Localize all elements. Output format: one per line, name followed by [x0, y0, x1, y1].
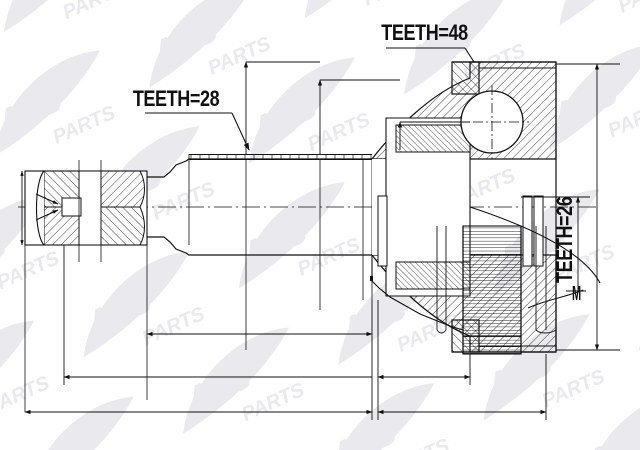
label-teeth-26: TEETH=26	[553, 196, 577, 283]
label-teeth-48: TEETH=48	[381, 21, 468, 45]
label-teeth-28: TEETH=28	[133, 87, 220, 111]
leader-teeth26	[527, 289, 584, 309]
shaft-body	[24, 153, 373, 412]
dimension-lines	[20, 61, 620, 420]
leader-teeth48	[464, 47, 475, 63]
leader-teeth28	[231, 112, 250, 151]
splined-shaft-end	[24, 160, 148, 262]
leader-lines	[145, 47, 601, 309]
section-arrow-mark: M	[572, 283, 581, 305]
inner-race	[377, 117, 544, 297]
abs-tone-ring	[370, 225, 557, 355]
